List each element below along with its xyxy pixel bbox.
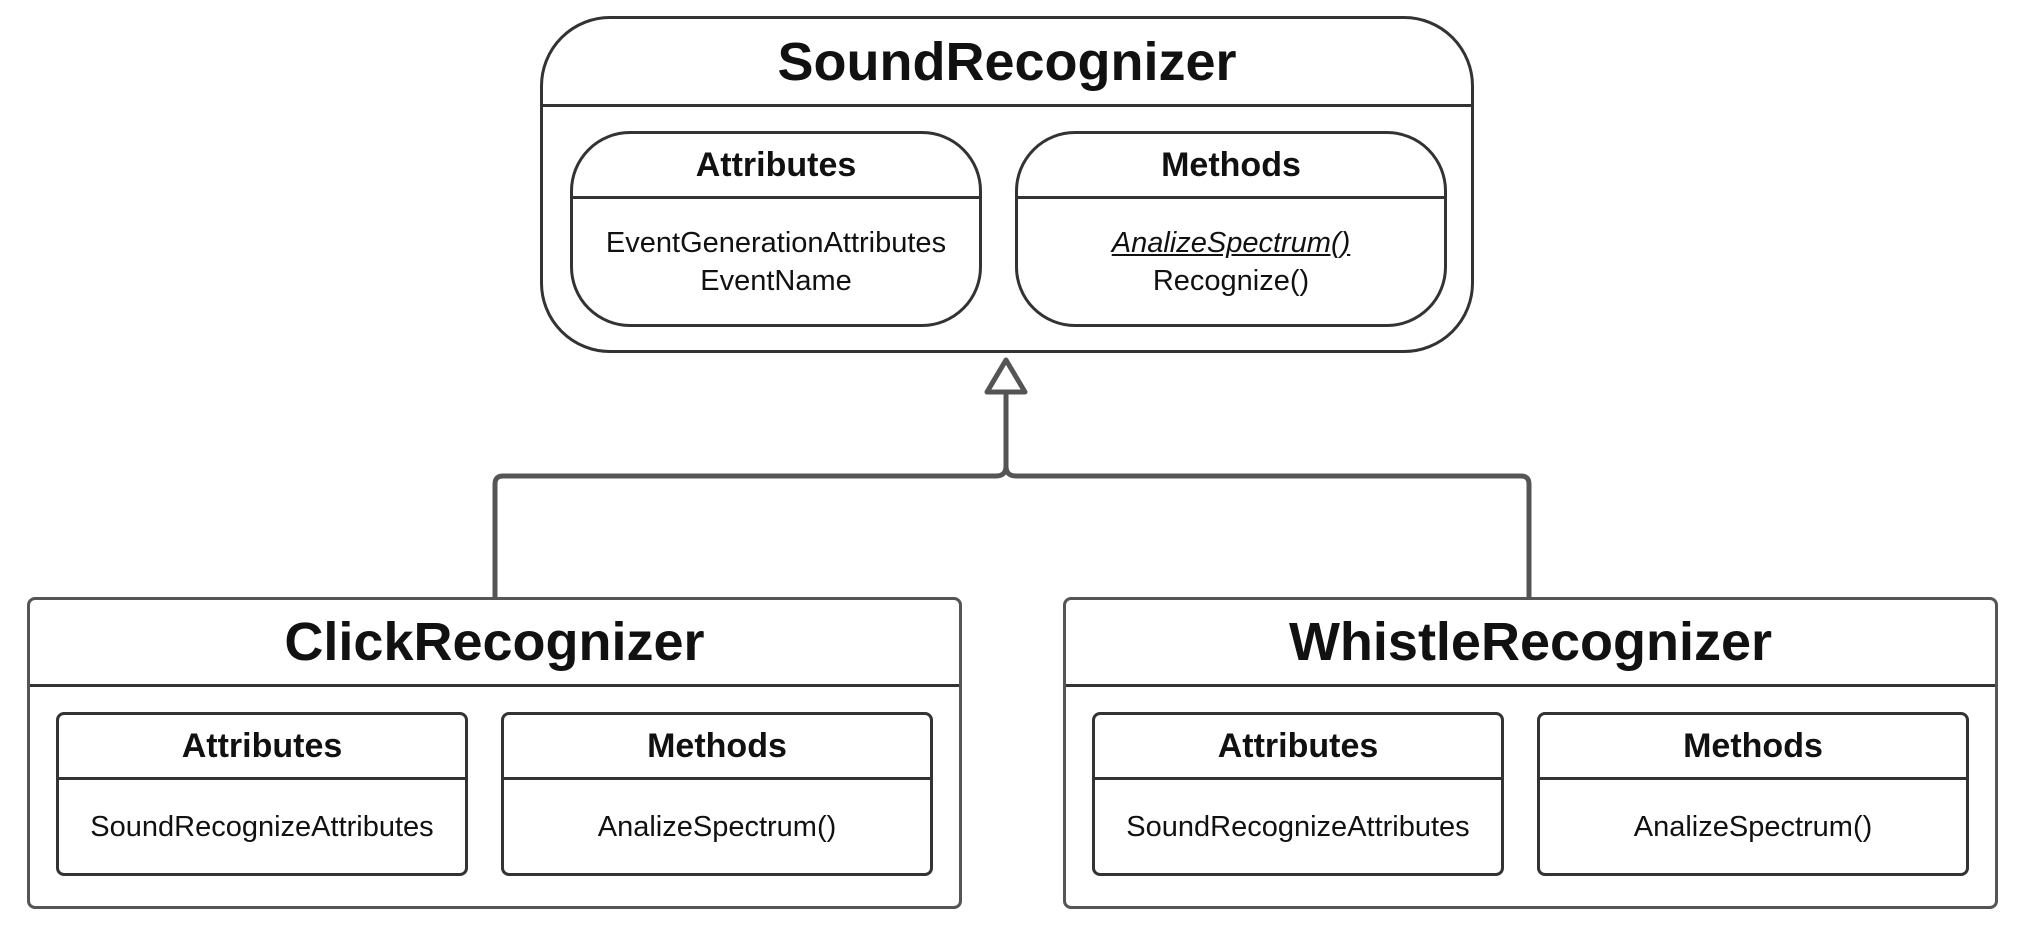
methods-header: Methods — [504, 715, 930, 780]
attributes-header: Attributes — [59, 715, 465, 780]
methods-header: Methods — [1540, 715, 1966, 780]
attributes-compartment: Attributes EventGenerationAttributes Eve… — [570, 131, 982, 327]
class-sound-recognizer: SoundRecognizer Attributes EventGenerati… — [540, 16, 1474, 353]
class-title: SoundRecognizer — [543, 19, 1471, 107]
connector-click-to-parent — [492, 392, 1009, 597]
class-click-recognizer: ClickRecognizer Attributes SoundRecogniz… — [27, 597, 962, 909]
attributes-list: SoundRecognizeAttributes — [1095, 780, 1501, 873]
method-item: Recognize() — [1152, 264, 1310, 297]
attributes-header: Attributes — [573, 134, 979, 199]
attribute-item: SoundRecognizeAttributes — [90, 810, 434, 843]
methods-compartment: Methods AnalizeSpectrum() Recognize() — [1015, 131, 1447, 327]
attributes-compartment: Attributes SoundRecognizeAttributes — [1092, 712, 1504, 876]
class-title: WhistleRecognizer — [1066, 600, 1995, 687]
attributes-header: Attributes — [1095, 715, 1501, 780]
attribute-item: EventName — [700, 264, 852, 297]
attributes-compartment: Attributes SoundRecognizeAttributes — [56, 712, 468, 876]
methods-list: AnalizeSpectrum() — [1540, 780, 1966, 873]
attribute-item: EventGenerationAttributes — [605, 226, 947, 259]
abstract-method-item: AnalizeSpectrum() — [1111, 226, 1351, 259]
methods-list: AnalizeSpectrum() Recognize() — [1018, 199, 1444, 324]
class-title: ClickRecognizer — [30, 600, 959, 687]
generalization-arrowhead — [984, 357, 1028, 395]
methods-compartment: Methods AnalizeSpectrum() — [501, 712, 933, 876]
class-whistle-recognizer: WhistleRecognizer Attributes SoundRecogn… — [1063, 597, 1998, 909]
method-item: AnalizeSpectrum() — [597, 810, 837, 843]
connector-whistle-to-parent — [1003, 465, 1532, 597]
methods-list: AnalizeSpectrum() — [504, 780, 930, 873]
methods-compartment: Methods AnalizeSpectrum() — [1537, 712, 1969, 876]
attribute-item: SoundRecognizeAttributes — [1126, 810, 1470, 843]
attributes-list: SoundRecognizeAttributes — [59, 780, 465, 873]
attributes-list: EventGenerationAttributes EventName — [573, 199, 979, 324]
methods-header: Methods — [1018, 134, 1444, 199]
method-item: AnalizeSpectrum() — [1633, 810, 1873, 843]
